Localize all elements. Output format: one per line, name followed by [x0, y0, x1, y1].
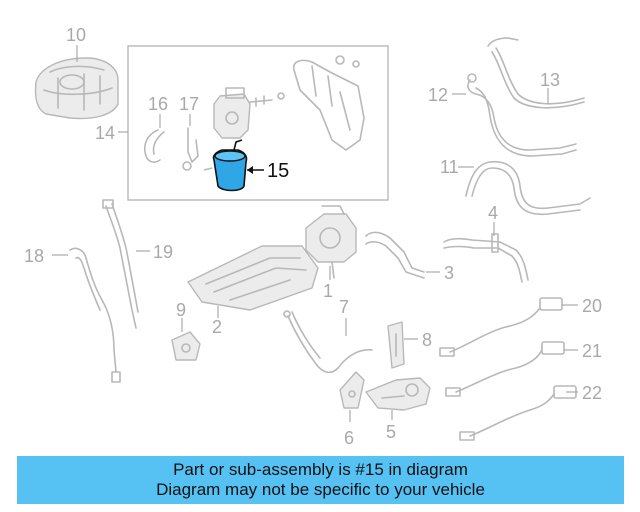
part-8-bracket[interactable]: [387, 321, 405, 369]
label-17: 17: [179, 94, 199, 114]
label-22: 22: [582, 383, 602, 403]
part-10-engine-cover[interactable]: [34, 57, 119, 120]
label-18: 18: [24, 246, 44, 266]
label-1: 1: [323, 281, 333, 301]
label-15: 15: [267, 160, 289, 182]
label-4: 4: [488, 203, 498, 223]
part-21-sensor[interactable]: [445, 341, 565, 397]
banner-line-1: Part or sub-assembly is #15 in diagram: [173, 460, 468, 479]
part-15-canister[interactable]: [203, 139, 248, 192]
part-1-pump[interactable]: [305, 205, 357, 279]
part-11-pipe[interactable]: [465, 160, 591, 216]
group-14-box: [127, 45, 389, 201]
part-12-pipe[interactable]: [467, 73, 577, 157]
part-17-bracket[interactable]: [182, 127, 199, 171]
label-14: 14: [95, 123, 115, 143]
part-20-sensor[interactable]: [439, 297, 563, 357]
banner-line-2: Diagram may not be specific to your vehi…: [156, 480, 485, 499]
part-3-hose[interactable]: [365, 231, 425, 279]
part-14-mount-bracket[interactable]: [292, 55, 365, 151]
part-16-hose[interactable]: [143, 129, 165, 163]
label-5: 5: [386, 422, 396, 442]
label-12: 12: [428, 85, 448, 105]
part-2-tray[interactable]: [187, 245, 319, 311]
label-19: 19: [153, 242, 173, 262]
part-22-sensor[interactable]: [459, 385, 577, 441]
part-19-hose[interactable]: [102, 199, 139, 329]
label-10: 10: [66, 25, 86, 45]
label-13: 13: [540, 70, 560, 90]
label-20: 20: [582, 296, 602, 316]
part-13-pipe[interactable]: [487, 37, 585, 109]
label-2: 2: [212, 317, 222, 337]
part-18-hose[interactable]: [69, 247, 121, 383]
label-9: 9: [176, 300, 186, 320]
label-7: 7: [339, 297, 349, 317]
part-14-valve[interactable]: [213, 87, 285, 139]
part-6-bracket[interactable]: [339, 371, 365, 409]
part-5-valve[interactable]: [365, 377, 431, 411]
label-11: 11: [440, 157, 459, 177]
info-banner: Part or sub-assembly is #15 in diagram D…: [17, 456, 624, 504]
label-3: 3: [444, 263, 454, 283]
label-8: 8: [422, 330, 432, 350]
label-21: 21: [582, 341, 602, 361]
label-6: 6: [344, 428, 354, 448]
part-9-bracket[interactable]: [171, 331, 201, 361]
label-16: 16: [148, 94, 168, 114]
part-4-hose[interactable]: [443, 233, 529, 283]
part-7-pipe[interactable]: [283, 310, 373, 374]
